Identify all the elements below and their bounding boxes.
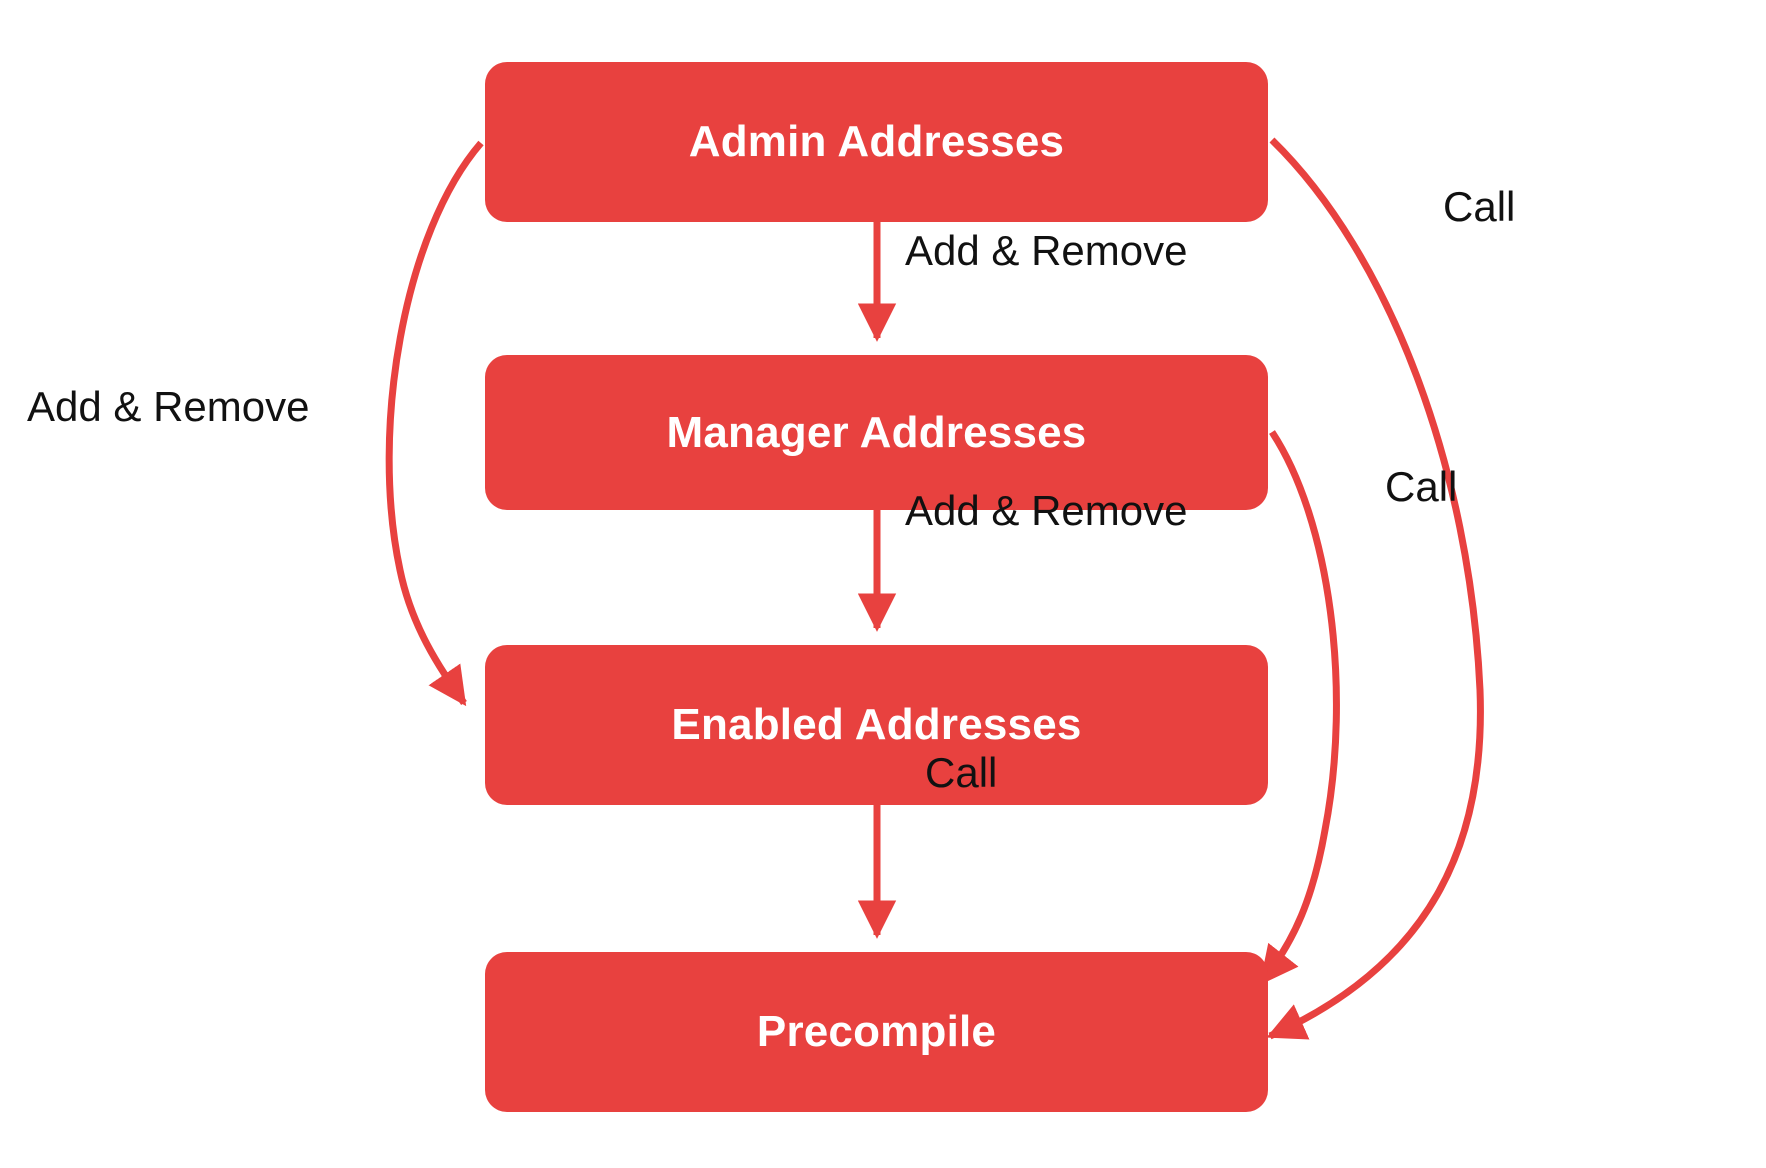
node-label: Manager Addresses — [666, 407, 1087, 457]
node-label: Precompile — [756, 1007, 997, 1056]
edge-label-enabled-to-precompile: Call — [925, 749, 998, 796]
node-enabled-addresses[interactable]: Enabled Addresses — [485, 645, 1268, 805]
edge-label-admin-to-enabled: Add & Remove — [27, 383, 310, 430]
edge-manager-to-precompile — [1259, 430, 1340, 986]
node-manager-addresses[interactable]: Manager Addresses — [485, 355, 1268, 510]
edge-label-admin-to-precompile: Call — [1443, 183, 1516, 230]
node-label: Enabled Addresses — [671, 700, 1082, 749]
node-label: Admin Addresses — [688, 117, 1065, 166]
edge-admin-to-precompile — [1266, 137, 1484, 1040]
edge-label-manager-to-enabled: Add & Remove — [905, 487, 1188, 534]
edge-label-manager-to-precompile: Call — [1385, 463, 1458, 510]
node-precompile[interactable]: Precompile — [485, 952, 1268, 1112]
node-admin-addresses[interactable]: Admin Addresses — [485, 62, 1268, 222]
edge-label-admin-to-manager: Add & Remove — [905, 227, 1188, 274]
edge-admin-to-enabled — [385, 140, 484, 707]
